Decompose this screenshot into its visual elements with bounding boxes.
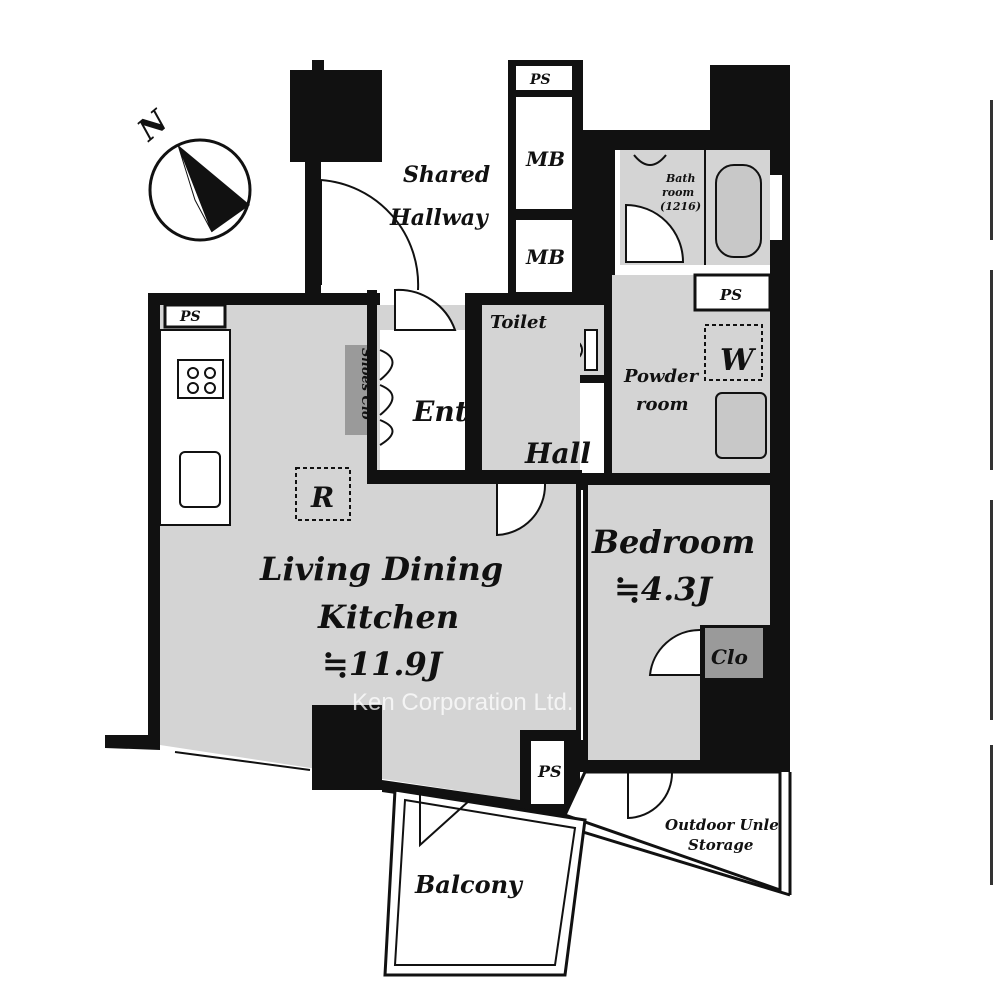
ps-right-label: PS <box>719 286 742 304</box>
washer-space <box>704 324 763 381</box>
ldk-size: ≒11.9J <box>322 645 444 683</box>
ps-top-label: PS <box>529 72 551 88</box>
shoes-closet <box>345 345 367 435</box>
washer-label: W <box>720 343 757 378</box>
ldk-label-2: Kitchen <box>317 598 459 636</box>
powder-room-label-2: room <box>636 394 689 415</box>
fridge-space <box>295 467 351 521</box>
hall-label: Hall <box>524 437 591 470</box>
shoes-closet-label: Shoes Clo <box>358 348 373 420</box>
entrance-label: Ent <box>412 395 468 428</box>
meter-box-label: MB <box>525 147 565 171</box>
north-label: N <box>131 103 176 149</box>
closet-label: Clo <box>711 645 748 669</box>
bedroom-label: Bedroom <box>591 523 755 561</box>
bathroom-label-2: room <box>662 186 694 199</box>
bathroom-label: Bath <box>665 172 696 185</box>
outdoor-storage-label-2: Storage <box>688 836 753 854</box>
bedroom-closet <box>705 628 763 678</box>
sink-icon <box>633 154 667 166</box>
bathtub-icon <box>715 164 762 258</box>
watermark: Ken Corporation Ltd. <box>352 689 573 716</box>
outdoor-storage <box>562 770 782 893</box>
outdoor-storage-label: Outdoor Unle <box>665 816 779 834</box>
powder-room-label: Powder <box>623 366 700 387</box>
ps-left-label: PS <box>179 309 201 325</box>
fridge-label: R <box>310 481 334 514</box>
ldk-label: Living Dining <box>259 550 503 588</box>
stove-icon <box>177 359 224 399</box>
shared-hallway-label: Shared <box>403 162 490 188</box>
bathroom-number: (1216) <box>660 200 701 213</box>
shared-hallway-label-2: Hallway <box>389 205 490 231</box>
meter-box-label-2: MB <box>525 245 565 269</box>
north-compass-icon: N <box>131 103 252 242</box>
entrance <box>380 330 470 470</box>
edge-marks <box>990 100 993 885</box>
toilet-label: Toilet <box>490 312 547 333</box>
balcony-label: Balcony <box>414 870 524 899</box>
bedroom-size: ≒4.3J <box>614 570 713 608</box>
balcony <box>383 788 587 977</box>
kitchen-sink-icon <box>179 451 221 508</box>
ps-bottom-label: PS <box>537 762 562 781</box>
vanity-sink-icon <box>715 392 767 459</box>
shared-column <box>290 70 382 162</box>
